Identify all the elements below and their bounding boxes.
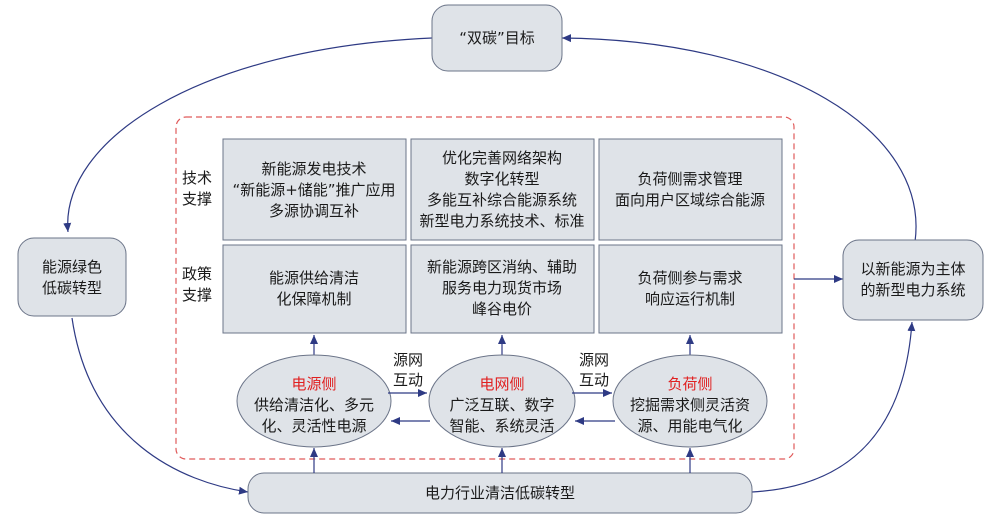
policy-box-load-line-1: 负荷侧参与需求 (637, 269, 742, 287)
ellipse-source-line-1: 供给清洁化、多元 (254, 396, 374, 414)
policy-box-grid-line-3: 峰谷电价 (472, 300, 532, 318)
ellipse-grid-line-2: 智能、系统灵活 (449, 417, 554, 435)
arrow-goal-to-left (63, 37, 433, 233)
policy-box-source-line-2: 化保障机制 (276, 290, 351, 308)
policy-label-line-1: 政策 (182, 265, 212, 283)
tech-box-load-line-2: 面向用户区域综合能源 (615, 191, 765, 209)
interaction-label-1-line-1: 源网 (393, 351, 423, 369)
right-node-line-2: 的新型电力系统 (860, 281, 965, 299)
policy-box-grid-line-1: 新能源跨区消纳、辅助 (427, 258, 577, 276)
policy-box-grid-line-2: 服务电力现货市场 (442, 279, 562, 297)
tech-box-load (598, 138, 783, 241)
policy-box-source-line-1: 能源供给清洁 (269, 269, 359, 287)
right-node (842, 239, 984, 321)
arrow-left-to-bottom (71, 317, 249, 495)
goal-node (431, 4, 563, 72)
ellipse-load-line-2: 源、用能电气化 (637, 417, 742, 435)
ellipse-source-title: 电源侧 (291, 375, 336, 393)
tech-box-source-line-3: 多源协调互补 (269, 202, 359, 220)
left-node-line-1: 能源绿色 (42, 258, 102, 276)
left-node (17, 237, 127, 317)
tech-box-grid (410, 138, 595, 241)
ellipse-grid-title: 电网侧 (479, 375, 524, 393)
tech-box-grid-line-1: 优化完善网络架构 (442, 149, 562, 167)
arrow-bottom-to-right (751, 321, 916, 493)
ellipse-source-side (236, 354, 392, 448)
bottom-node-label: 电力行业清洁低碳转型 (425, 484, 575, 502)
interaction-label-2-line-1: 源网 (579, 351, 609, 369)
tech-box-source-line-2: “新能源+储能”推广应用 (232, 181, 395, 199)
tech-box-grid-line-3: 多能互补综合能源系统 (427, 191, 577, 209)
left-node-line-2: 低碳转型 (42, 279, 102, 297)
ellipse-grid-side (428, 354, 576, 448)
policy-box-load-line-2: 响应运行机制 (645, 290, 735, 308)
interaction-label-2-line-2: 互动 (579, 371, 609, 389)
tech-box-grid-line-4: 新型电力系统技术、标准 (419, 212, 584, 230)
dashed-frame (175, 116, 795, 460)
interaction-label-1-line-2: 互动 (393, 371, 423, 389)
tech-box-source-line-1: 新能源发电技术 (261, 160, 366, 178)
ellipse-load-line-1: 挖掘需求侧灵活资 (630, 396, 750, 414)
tech-box-load-line-1: 负荷侧需求管理 (637, 170, 742, 188)
ellipse-load-title: 负荷侧 (667, 375, 712, 393)
tech-box-source (222, 138, 407, 241)
tech-label-line-2: 支撑 (182, 190, 212, 208)
policy-box-grid (410, 244, 595, 334)
right-node-line-1: 以新能源为主体 (860, 260, 965, 278)
tech-box-grid-line-2: 数字化转型 (464, 170, 539, 188)
policy-box-load (598, 244, 783, 334)
goal-node-label: “双碳”目标 (459, 29, 535, 47)
tech-label-line-1: 技术 (182, 169, 212, 187)
ellipse-load-side (612, 354, 768, 448)
arrow-right-to-goal (561, 34, 917, 243)
ellipse-grid-line-1: 广泛互联、数字 (449, 396, 554, 414)
policy-label-line-2: 支撑 (182, 286, 212, 304)
policy-box-source (222, 244, 407, 334)
bottom-node (247, 472, 753, 514)
ellipse-source-line-2: 化、灵活性电源 (261, 417, 366, 435)
